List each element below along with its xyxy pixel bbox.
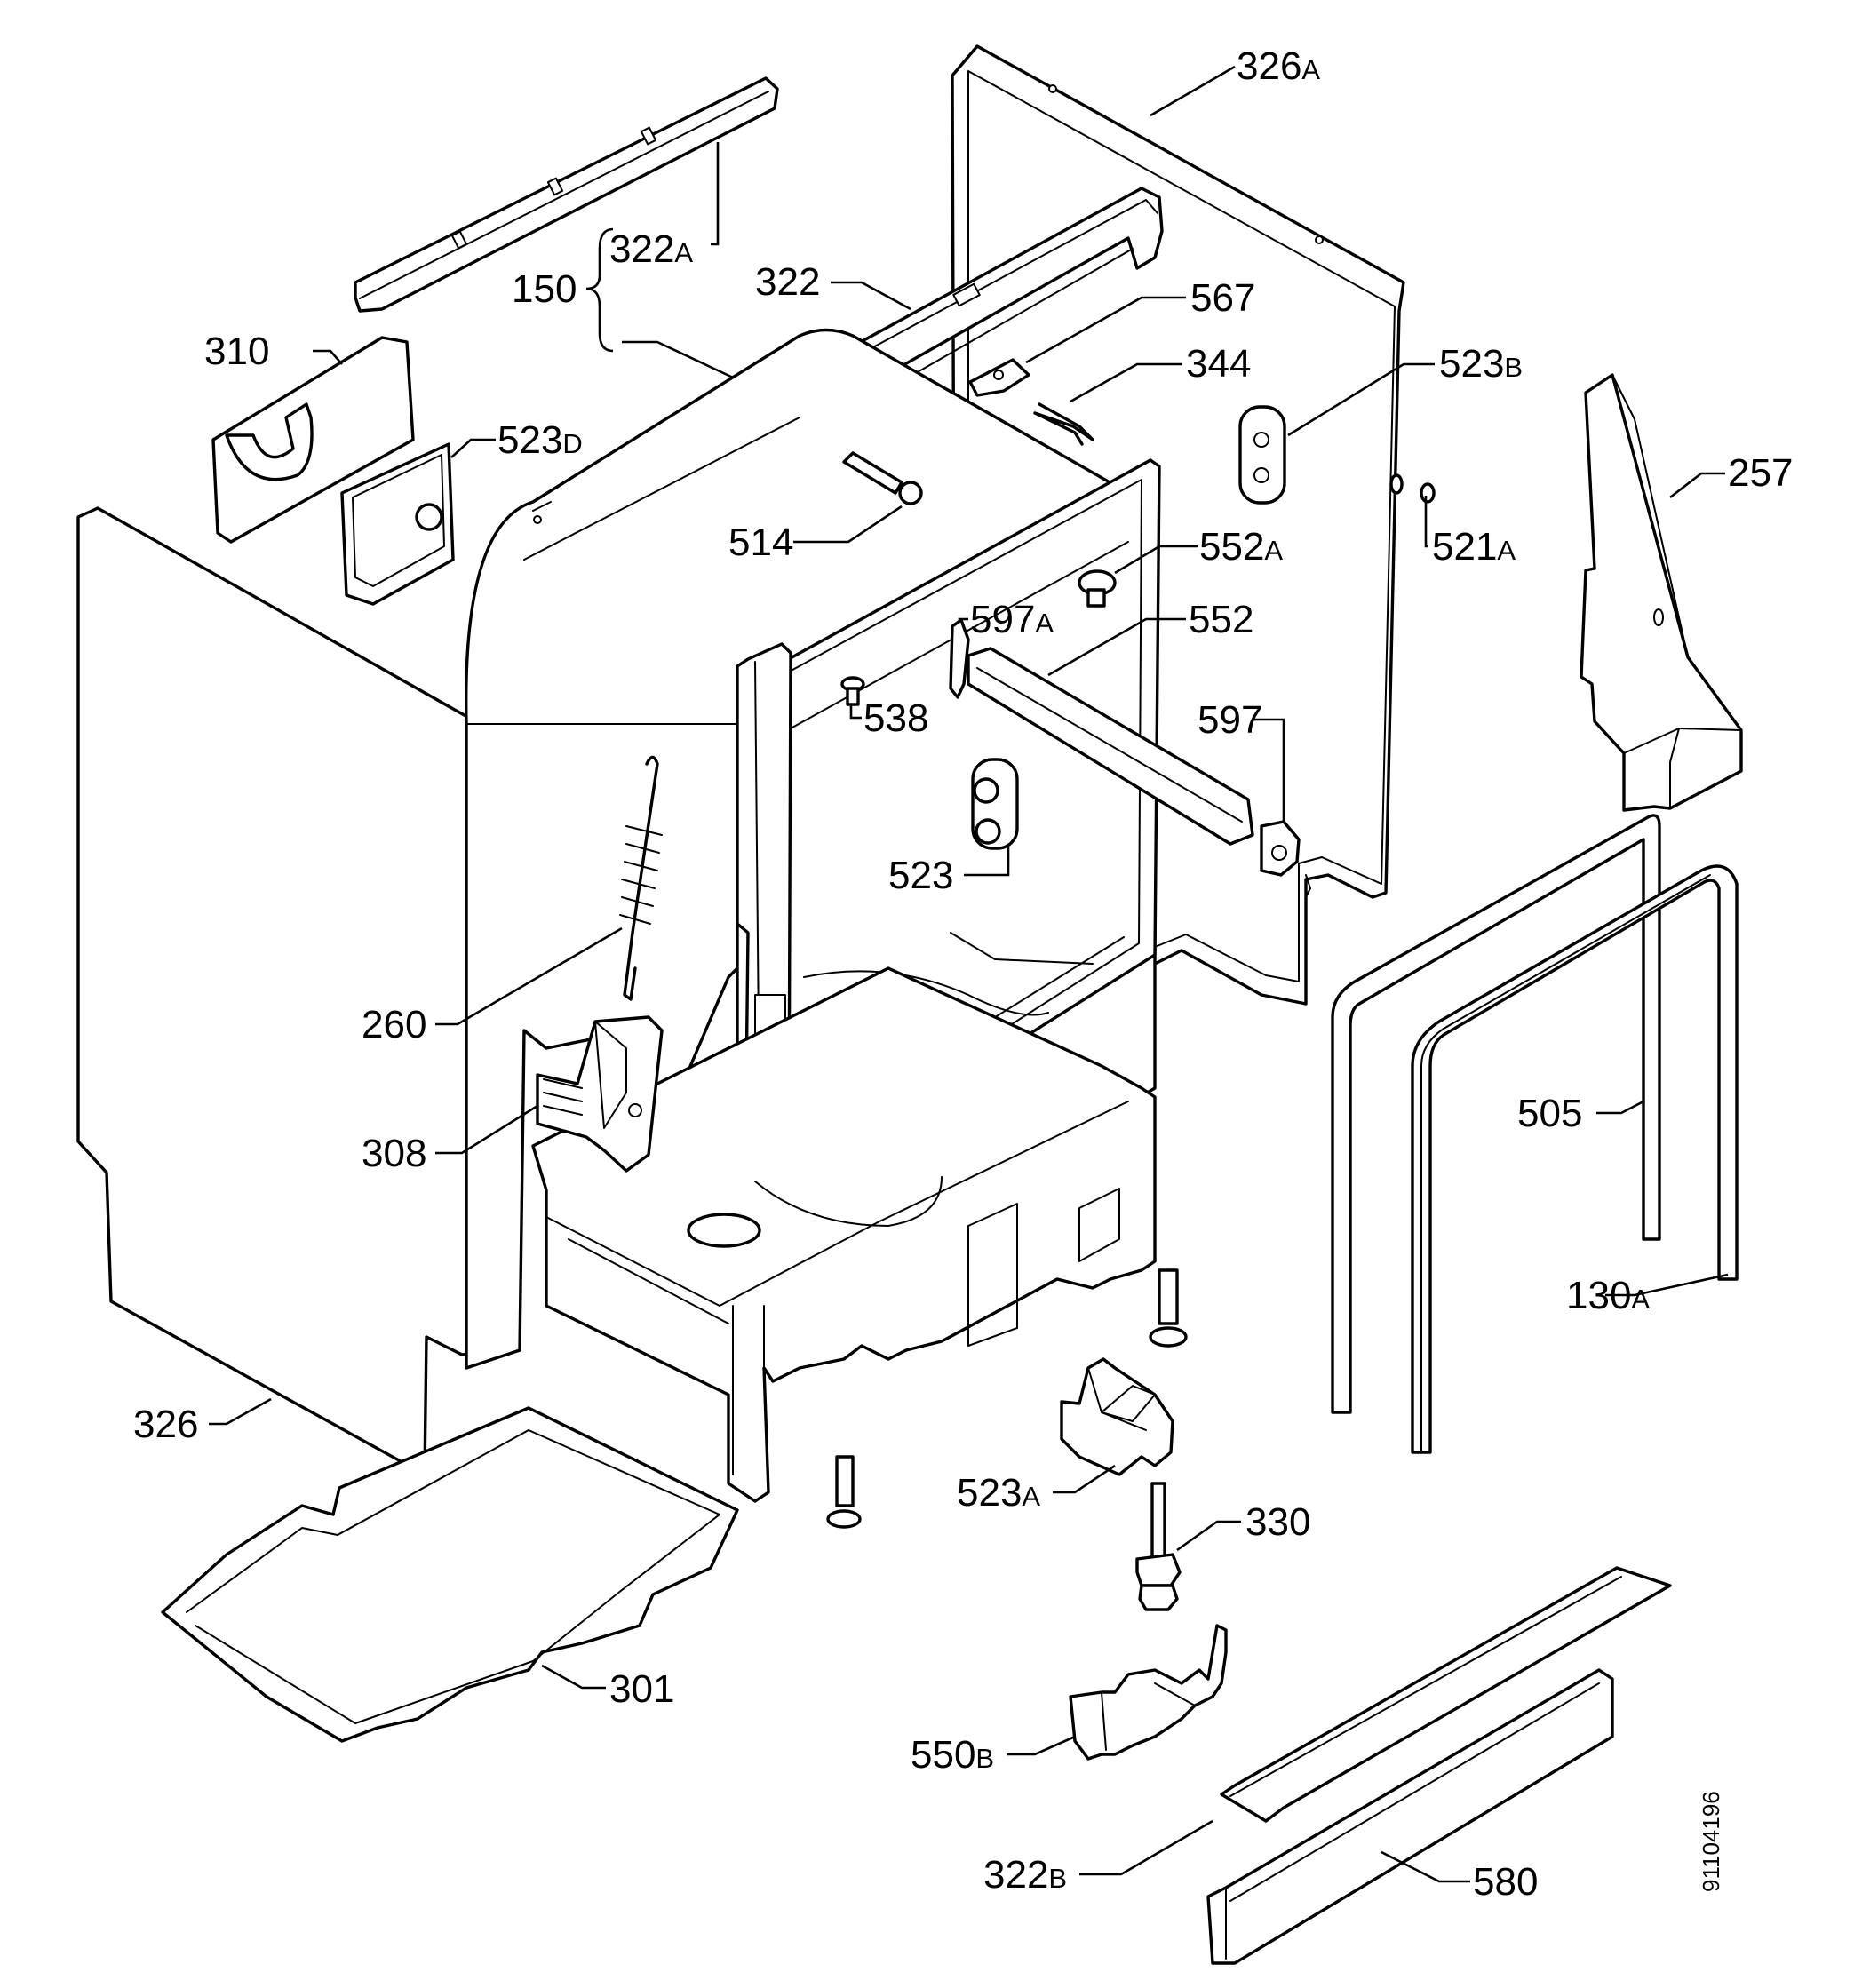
part-ring-521a (1420, 482, 1436, 504)
callout-505: 505 (1517, 1092, 1582, 1135)
callout-150: 150 (512, 267, 577, 311)
part-tray-301 (161, 1406, 739, 1743)
callout-260: 260 (362, 1003, 426, 1046)
callout-567: 567 (1190, 276, 1255, 320)
callout-597a: 597A (970, 598, 1054, 641)
callout-130a: 130A (1566, 1274, 1650, 1317)
part-side-block-257 (1580, 373, 1743, 812)
part-cover-310 (211, 336, 415, 544)
callout-523d: 523D (497, 418, 583, 462)
part-strip-552 (967, 647, 1254, 846)
part-feet (826, 1268, 1188, 1529)
callout-552: 552 (1189, 598, 1253, 641)
callout-521a: 521A (1432, 525, 1516, 569)
callout-322b: 322B (983, 1853, 1067, 1897)
callout-550b: 550B (911, 1733, 994, 1777)
part-seal-130a (1411, 864, 1739, 1454)
part-spring-260 (619, 755, 663, 1001)
part-hinge-308 (536, 1015, 664, 1173)
callout-257: 257 (1728, 451, 1793, 495)
part-block-523b (1238, 405, 1286, 505)
callout-523a: 523A (957, 1471, 1040, 1515)
callout-523b: 523B (1439, 342, 1523, 386)
part-knob-552a (1078, 569, 1117, 608)
callout-580: 580 (1473, 1860, 1538, 1904)
callout-326a: 326A (1237, 44, 1320, 88)
part-bracket-550b (1069, 1624, 1228, 1761)
document-number: 91104196 (1698, 1791, 1724, 1892)
callout-301: 301 (609, 1667, 674, 1711)
callout-330: 330 (1245, 1500, 1310, 1544)
callout-310: 310 (204, 330, 269, 373)
part-plate-523d (340, 442, 455, 606)
callout-538: 538 (863, 696, 928, 740)
callout-597: 597 (1198, 698, 1262, 742)
part-clip-567 (968, 358, 1030, 397)
callout-344: 344 (1186, 342, 1251, 386)
callout-552a: 552A (1199, 525, 1283, 569)
part-bracket-523a (1060, 1357, 1174, 1476)
part-top-rail-322a (354, 76, 779, 313)
part-base-frame (531, 966, 1157, 1503)
callout-322a: 322A (609, 227, 693, 271)
callout-523: 523 (888, 854, 953, 897)
part-pin-514 (842, 451, 923, 505)
callout-514: 514 (728, 521, 793, 564)
callout-labels: 326A 322A 150 322 567 344 523B 257 310 5… (133, 44, 1793, 1904)
part-bottom-rail-322b (1220, 1566, 1672, 1823)
part-kickplate-580 (1206, 1668, 1614, 1965)
callout-326: 326 (133, 1403, 198, 1446)
part-screw-538 (840, 676, 865, 706)
part-bushing-523 (971, 758, 1019, 850)
part-foot-bolt-330 (1135, 1482, 1182, 1611)
part-spring-clip-344 (1033, 402, 1094, 446)
leader-lines (209, 65, 1729, 1883)
part-seal-505 (1331, 814, 1661, 1414)
part-side-panel-326 (76, 506, 524, 1476)
callout-308: 308 (362, 1132, 426, 1175)
callout-322: 322 (755, 260, 820, 304)
